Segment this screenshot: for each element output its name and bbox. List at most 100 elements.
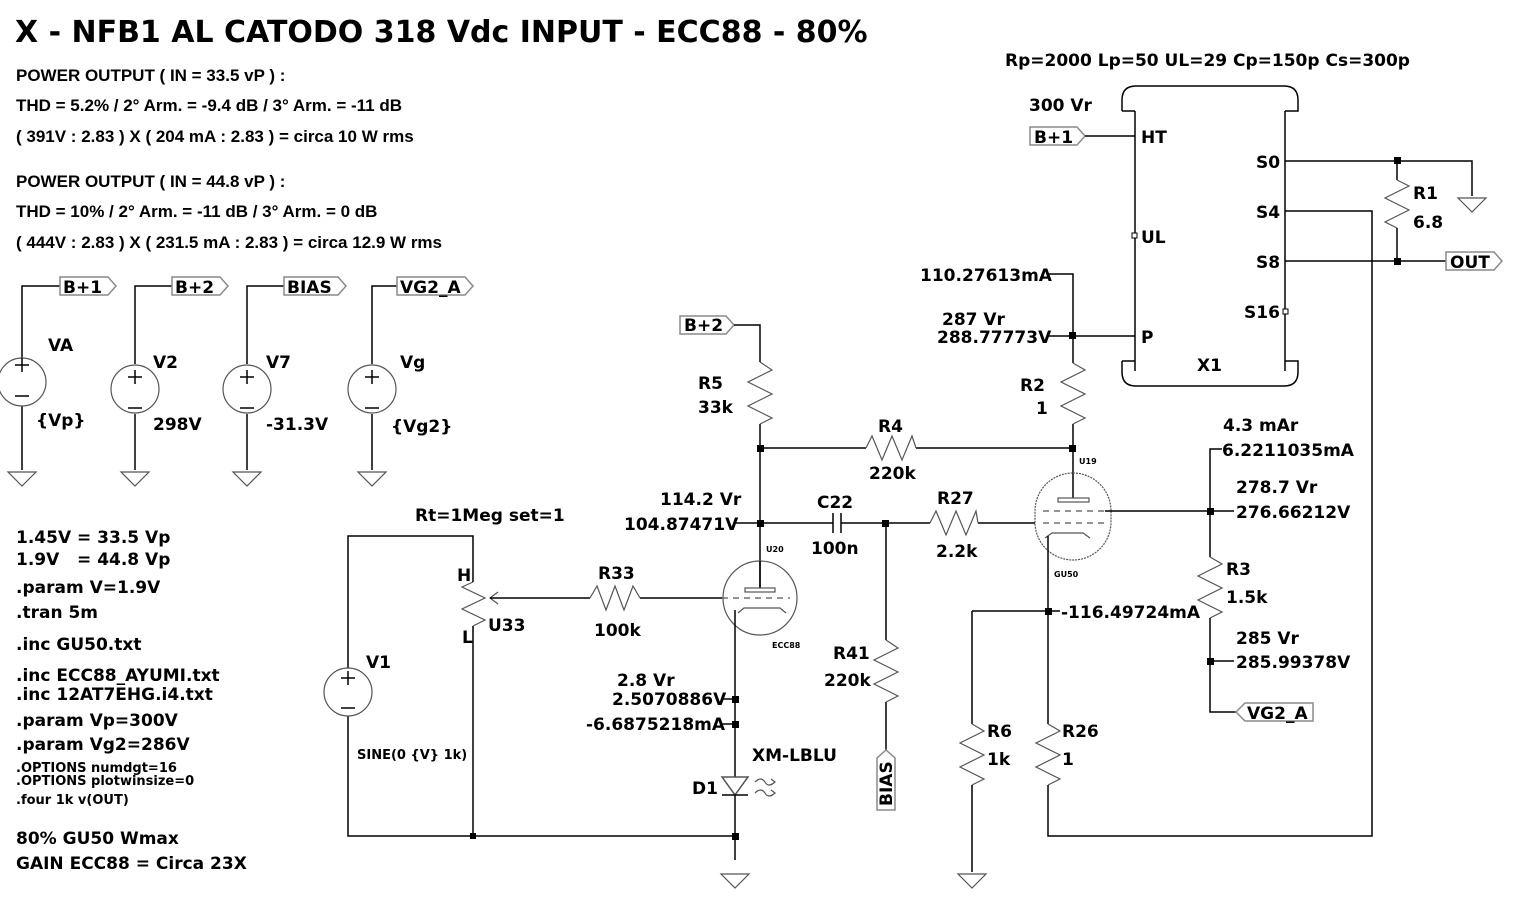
directive-four[interactable]: .four 1k v(OUT) [16, 793, 129, 808]
net-label-bias: BIAS [287, 278, 332, 298]
supply-v7-name: V7 [266, 353, 291, 373]
r1-value: 6.8 [1413, 213, 1443, 233]
r41-name: R41 [833, 644, 870, 664]
resistor-r4[interactable]: R4 220k [760, 417, 1073, 484]
source-v1-name: V1 [366, 653, 391, 673]
voltage-source-icon [323, 667, 373, 717]
reading-plate-current: 110.27613mA [920, 266, 1053, 286]
directive-param-vp[interactable]: .param Vp=300V [16, 711, 179, 731]
pin-ul: UL [1141, 228, 1166, 248]
supply-vg[interactable]: VG2_A Vg {Vg2} [347, 276, 475, 487]
net-label-b1-ht[interactable]: B+1 [1029, 126, 1135, 148]
source-v1[interactable]: V1 SINE(0 {V} 1k) [323, 535, 735, 839]
directive-inc-12at7[interactable]: .inc 12AT7EHG.i4.txt [16, 685, 213, 705]
pin-ul-marker [1131, 232, 1138, 239]
resistor-r1[interactable]: R1 6.8 [1383, 161, 1443, 261]
potentiometer-u33[interactable]: Rt=1Meg set=1 H L U33 [415, 506, 590, 648]
note-gain: GAIN ECC88 = Circa 23X [16, 854, 247, 874]
r26-value: 1 [1062, 750, 1074, 770]
net-label-vg2a: VG2_A [400, 278, 461, 298]
vacuum-tube-icon [1034, 472, 1112, 561]
r27-value: 2.2k [936, 542, 978, 562]
d1-value: XM-LBLU [752, 746, 837, 766]
reading-g2-v: 276.66212V [1236, 503, 1351, 523]
capacitor-c22[interactable]: C22 100n [760, 493, 886, 559]
r27-name: R27 [937, 489, 974, 509]
supply-vg-value: {Vg2} [391, 417, 452, 437]
pin-ht: HT [1141, 128, 1167, 148]
pin-s0: S0 [1256, 153, 1280, 173]
ground-icon [7, 471, 37, 487]
reading-g2-vr: 278.7 Vr [1236, 478, 1318, 498]
pin-p: P [1141, 328, 1153, 348]
r33-value: 100k [594, 621, 641, 641]
resistor-r33[interactable]: R33 100k [589, 564, 722, 641]
svg-text:BIAS: BIAS [877, 761, 897, 806]
r41-value: 220k [824, 671, 871, 691]
r2-value: 1 [1036, 399, 1048, 419]
directive-inc-gu50[interactable]: .inc GU50.txt [16, 635, 141, 655]
net-label-bias-stage[interactable]: BIAS [876, 748, 897, 811]
net-label-out[interactable]: OUT [1445, 251, 1504, 273]
u19-model: GU50 [1054, 570, 1079, 579]
ground-icon [1457, 197, 1487, 213]
directive-tran[interactable]: .tran 5m [16, 603, 98, 623]
c22-value: 100n [811, 539, 859, 559]
pentode-u19[interactable]: U19 GU50 [1034, 457, 1210, 724]
ground-icon [720, 873, 750, 889]
directive-param-v[interactable]: .param V=1.9V [16, 578, 161, 598]
voltage-source-icon [222, 364, 272, 414]
pin-s16-marker [1282, 308, 1289, 315]
ground-icon [120, 471, 150, 487]
directive-line2: 1.9V = 44.8 Vp [16, 550, 170, 570]
resistor-r2[interactable]: R2 1 [1020, 362, 1087, 498]
power2-thd: THD = 10% / 2° Arm. = -11 dB / 3° Arm. =… [16, 202, 377, 221]
directive-inc-ecc88[interactable]: .inc ECC88_AYUMI.txt [16, 666, 220, 686]
transformer-x1[interactable]: HT UL P S0 S4 S8 S16 X1 [1121, 85, 1299, 387]
r6-value: 1k [987, 750, 1011, 770]
ground-icon [957, 873, 987, 889]
r4-name: R4 [878, 417, 903, 437]
u33-name: U33 [488, 616, 525, 636]
directive-opt-numdgt[interactable]: .OPTIONS numdgt=16 [16, 761, 177, 776]
resistor-r26[interactable]: R26 1 [1034, 210, 1373, 837]
pin-s16: S16 [1244, 303, 1280, 323]
net-label-vg2a-stage[interactable]: VG2_A [1234, 702, 1314, 724]
svg-text:B+2: B+2 [684, 316, 723, 336]
net-label-b2-stage[interactable]: B+2 [679, 315, 761, 362]
resistor-r41[interactable]: R41 220k [824, 523, 900, 750]
u20-model: ECC88 [772, 641, 801, 650]
power2-calc: ( 444V : 2.83 ) X ( 231.5 mA : 2.83 ) = … [16, 233, 442, 252]
supply-v2[interactable]: B+2 V2 298V [110, 276, 230, 487]
directive-param-vg2[interactable]: .param Vg2=286V [16, 735, 190, 755]
supply-v7[interactable]: BIAS V7 -31.3V [222, 276, 348, 487]
resistor-r5[interactable]: R5 33k [698, 361, 774, 425]
supply-va-value: {Vp} [36, 411, 86, 431]
reading-ht-vr: 300 Vr [1029, 96, 1093, 116]
resistor-r6[interactable]: R6 1k [958, 722, 1012, 872]
directive-line1: 1.45V = 33.5 Vp [16, 528, 170, 548]
led-d1[interactable]: D1 XM-LBLU [692, 746, 837, 799]
reading-ecc-plate-vr: 114.2 Vr [660, 490, 742, 510]
reading-cath-i: -116.49724mA [1061, 603, 1201, 623]
supply-v2-value: 298V [153, 415, 202, 435]
supply-v2-name: V2 [153, 353, 178, 373]
u20-name: U20 [766, 545, 784, 554]
svg-text:OUT: OUT [1450, 253, 1490, 273]
r5-name: R5 [698, 374, 723, 394]
resistor-r27[interactable]: R27 2.2k [886, 489, 1035, 562]
triode-u20[interactable]: U20 ECC88 [722, 545, 801, 860]
svg-text:B+1: B+1 [1034, 128, 1073, 148]
pin-s4: S4 [1256, 203, 1280, 223]
net-label-b2: B+2 [175, 278, 214, 298]
r26-name: R26 [1062, 722, 1099, 742]
u33-params: Rt=1Meg set=1 [415, 506, 565, 526]
source-v1-value: SINE(0 {V} 1k) [357, 748, 467, 763]
reading-plate-vr: 287 Vr [942, 310, 1006, 330]
directive-opt-plotwin[interactable]: .OPTIONS plotwinsize=0 [16, 774, 194, 789]
c22-name: C22 [817, 493, 853, 513]
resistor-r3[interactable]: R3 1.5k [1196, 556, 1268, 619]
power1-thd: THD = 5.2% / 2° Arm. = -9.4 dB / 3° Arm.… [16, 96, 402, 115]
supply-va[interactable]: B+1 VA {Vp} [0, 276, 118, 487]
voltage-source-icon [347, 364, 397, 414]
